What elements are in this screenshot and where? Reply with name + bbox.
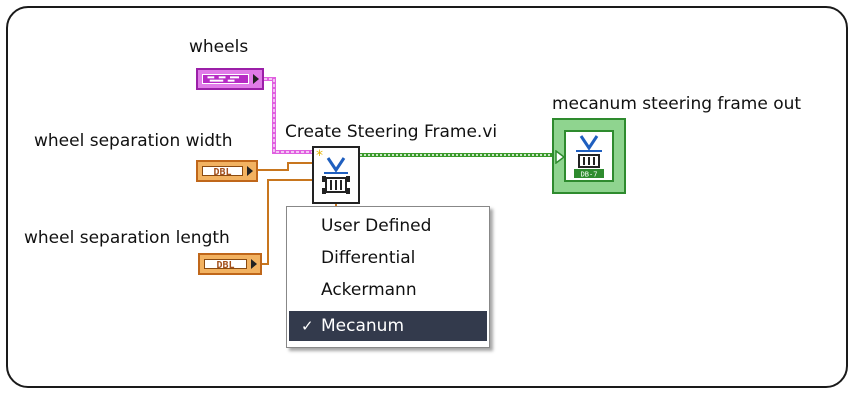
dbl-type-label: DBL	[202, 166, 243, 178]
instance-selector-menu: User Defined Differential Ackermann ✓ Me…	[286, 206, 490, 348]
output-label: mecanum steering frame out	[552, 94, 802, 114]
width-wire[interactable]	[258, 162, 318, 171]
steering-frame-icon: DB-7	[564, 130, 614, 182]
length-label: wheel separation length	[24, 228, 230, 248]
input-arrow-icon	[555, 150, 566, 164]
svg-text:*: *	[316, 148, 323, 164]
steering-frame-indicator[interactable]: DB-7	[552, 118, 626, 194]
menu-item-user-defined[interactable]: User Defined	[321, 216, 432, 236]
steering-frame-icon: *	[316, 148, 350, 194]
wheels-control[interactable]	[196, 68, 264, 90]
output-arrow-icon	[251, 259, 257, 269]
width-control[interactable]: DBL	[196, 160, 258, 182]
wheels-label: wheels	[189, 37, 249, 57]
checkmark-icon: ✓	[301, 317, 314, 335]
length-control[interactable]: DBL	[198, 253, 262, 275]
cluster-icon	[202, 74, 249, 84]
menu-item-mecanum[interactable]: ✓ Mecanum	[289, 311, 487, 341]
length-wire[interactable]	[262, 179, 318, 265]
create-steering-frame-subvi[interactable]: *	[312, 146, 360, 204]
menu-item-differential[interactable]: Differential	[321, 248, 416, 268]
output-arrow-icon	[247, 166, 253, 176]
output-arrow-icon	[253, 74, 259, 84]
menu-item-ackermann[interactable]: Ackermann	[321, 280, 417, 300]
dbl-type-label: DBL	[204, 259, 247, 271]
output-type-label: DB-7	[581, 171, 598, 179]
vi-name-label: Create Steering Frame.vi	[285, 122, 498, 142]
width-label: wheel separation width	[34, 131, 233, 151]
